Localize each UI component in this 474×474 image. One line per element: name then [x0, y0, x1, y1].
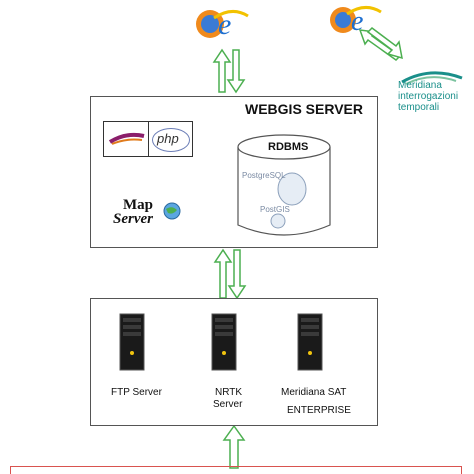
meridiana-logo: Meridiana interrogazioni temporali	[396, 66, 474, 124]
arrow-down	[227, 249, 247, 300]
mapserver-line1: Map	[123, 197, 153, 213]
php-module: php	[103, 121, 193, 157]
server-tower-icon	[119, 313, 145, 371]
bottom-bar	[10, 466, 462, 474]
server-tower-icon	[211, 313, 237, 371]
servers-box: FTP Server NRTK Server Meridiana SAT ENT…	[90, 298, 378, 426]
database-cylinder-icon	[237, 134, 331, 236]
server-label-ftp: FTP Server	[111, 387, 162, 398]
browser-icons-right: e	[325, 0, 383, 40]
browser-icon-cluster: e	[196, 8, 249, 41]
svg-text:e: e	[351, 6, 363, 37]
webgis-server-box: WEBGIS SERVER php RDBMS PostgreSQL PostG…	[90, 96, 378, 248]
meridiana-logo-mark	[401, 71, 463, 85]
meridiana-logo-line1: Meridiana	[398, 80, 442, 91]
server-tower-icon	[119, 313, 145, 371]
meridiana-logo-line3: temporali	[398, 102, 440, 113]
meridiana-logo-line2: interrogazioni	[398, 91, 459, 102]
browser-icon-cluster: e	[330, 6, 382, 37]
php-logo-text: php	[157, 131, 179, 146]
arrow-diagonal-down	[366, 27, 403, 60]
globe-icon	[163, 202, 181, 220]
svg-text:e: e	[218, 8, 231, 41]
postgis-label: PostGIS	[260, 205, 290, 214]
server-tower-icon	[297, 313, 323, 371]
php-logo: php	[150, 126, 190, 152]
server-tower-icon	[211, 313, 237, 371]
browser-icons-left: e	[192, 2, 250, 44]
postgresql-label: PostgreSQL	[242, 171, 286, 180]
apache-logo	[104, 122, 149, 156]
arrow-up	[213, 248, 233, 299]
arrow-down	[226, 49, 246, 94]
mapserver-line2: Server	[113, 211, 153, 227]
server-label-nrtk-line1: NRTK	[215, 387, 243, 398]
mapserver-logo: Map Server	[105, 197, 191, 237]
rdbms-title: RDBMS	[268, 141, 309, 153]
server-label-nrtk-line2: Server	[213, 399, 243, 410]
server-label-meridiana-line2: ENTERPRISE	[287, 405, 351, 416]
webgis-server-title: WEBGIS SERVER	[245, 101, 363, 117]
apache-feather-icon	[108, 132, 145, 145]
arrow-up	[212, 48, 232, 93]
server-tower-icon	[297, 313, 323, 371]
rdbms-database: RDBMS PostgreSQL PostGIS	[234, 133, 334, 239]
arrow-up	[222, 424, 246, 469]
server-label-meridiana-line1: Meridiana SAT	[281, 387, 347, 398]
